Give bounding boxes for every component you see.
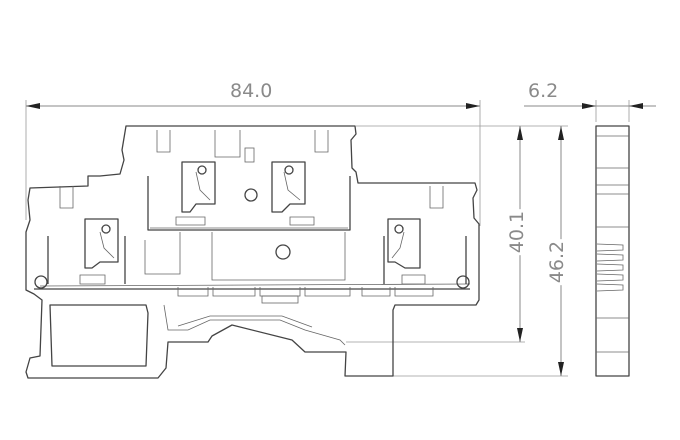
dimension-height-inner-label: 40.1 [506, 208, 529, 256]
dimension-width-label: 84.0 [228, 80, 275, 102]
screw-hole-icon [34, 275, 48, 289]
dimension-height-inner [346, 125, 568, 343]
dimension-height-total [346, 126, 568, 377]
spring-clamp [175, 161, 216, 226]
dimension-thickness-label: 6.2 [526, 80, 561, 102]
screw-hole-icon [244, 188, 258, 202]
front-view [25, 125, 480, 379]
spring-clamp [79, 218, 119, 285]
side-view [595, 125, 630, 377]
spring-clamp [271, 161, 315, 226]
screw-hole-icon [456, 275, 470, 289]
dimension-width [25, 100, 481, 226]
dimension-height-total-label: 46.2 [546, 238, 569, 286]
screw-hole-icon [275, 244, 291, 260]
dimension-thickness [524, 100, 656, 122]
spring-clamp [387, 218, 426, 285]
